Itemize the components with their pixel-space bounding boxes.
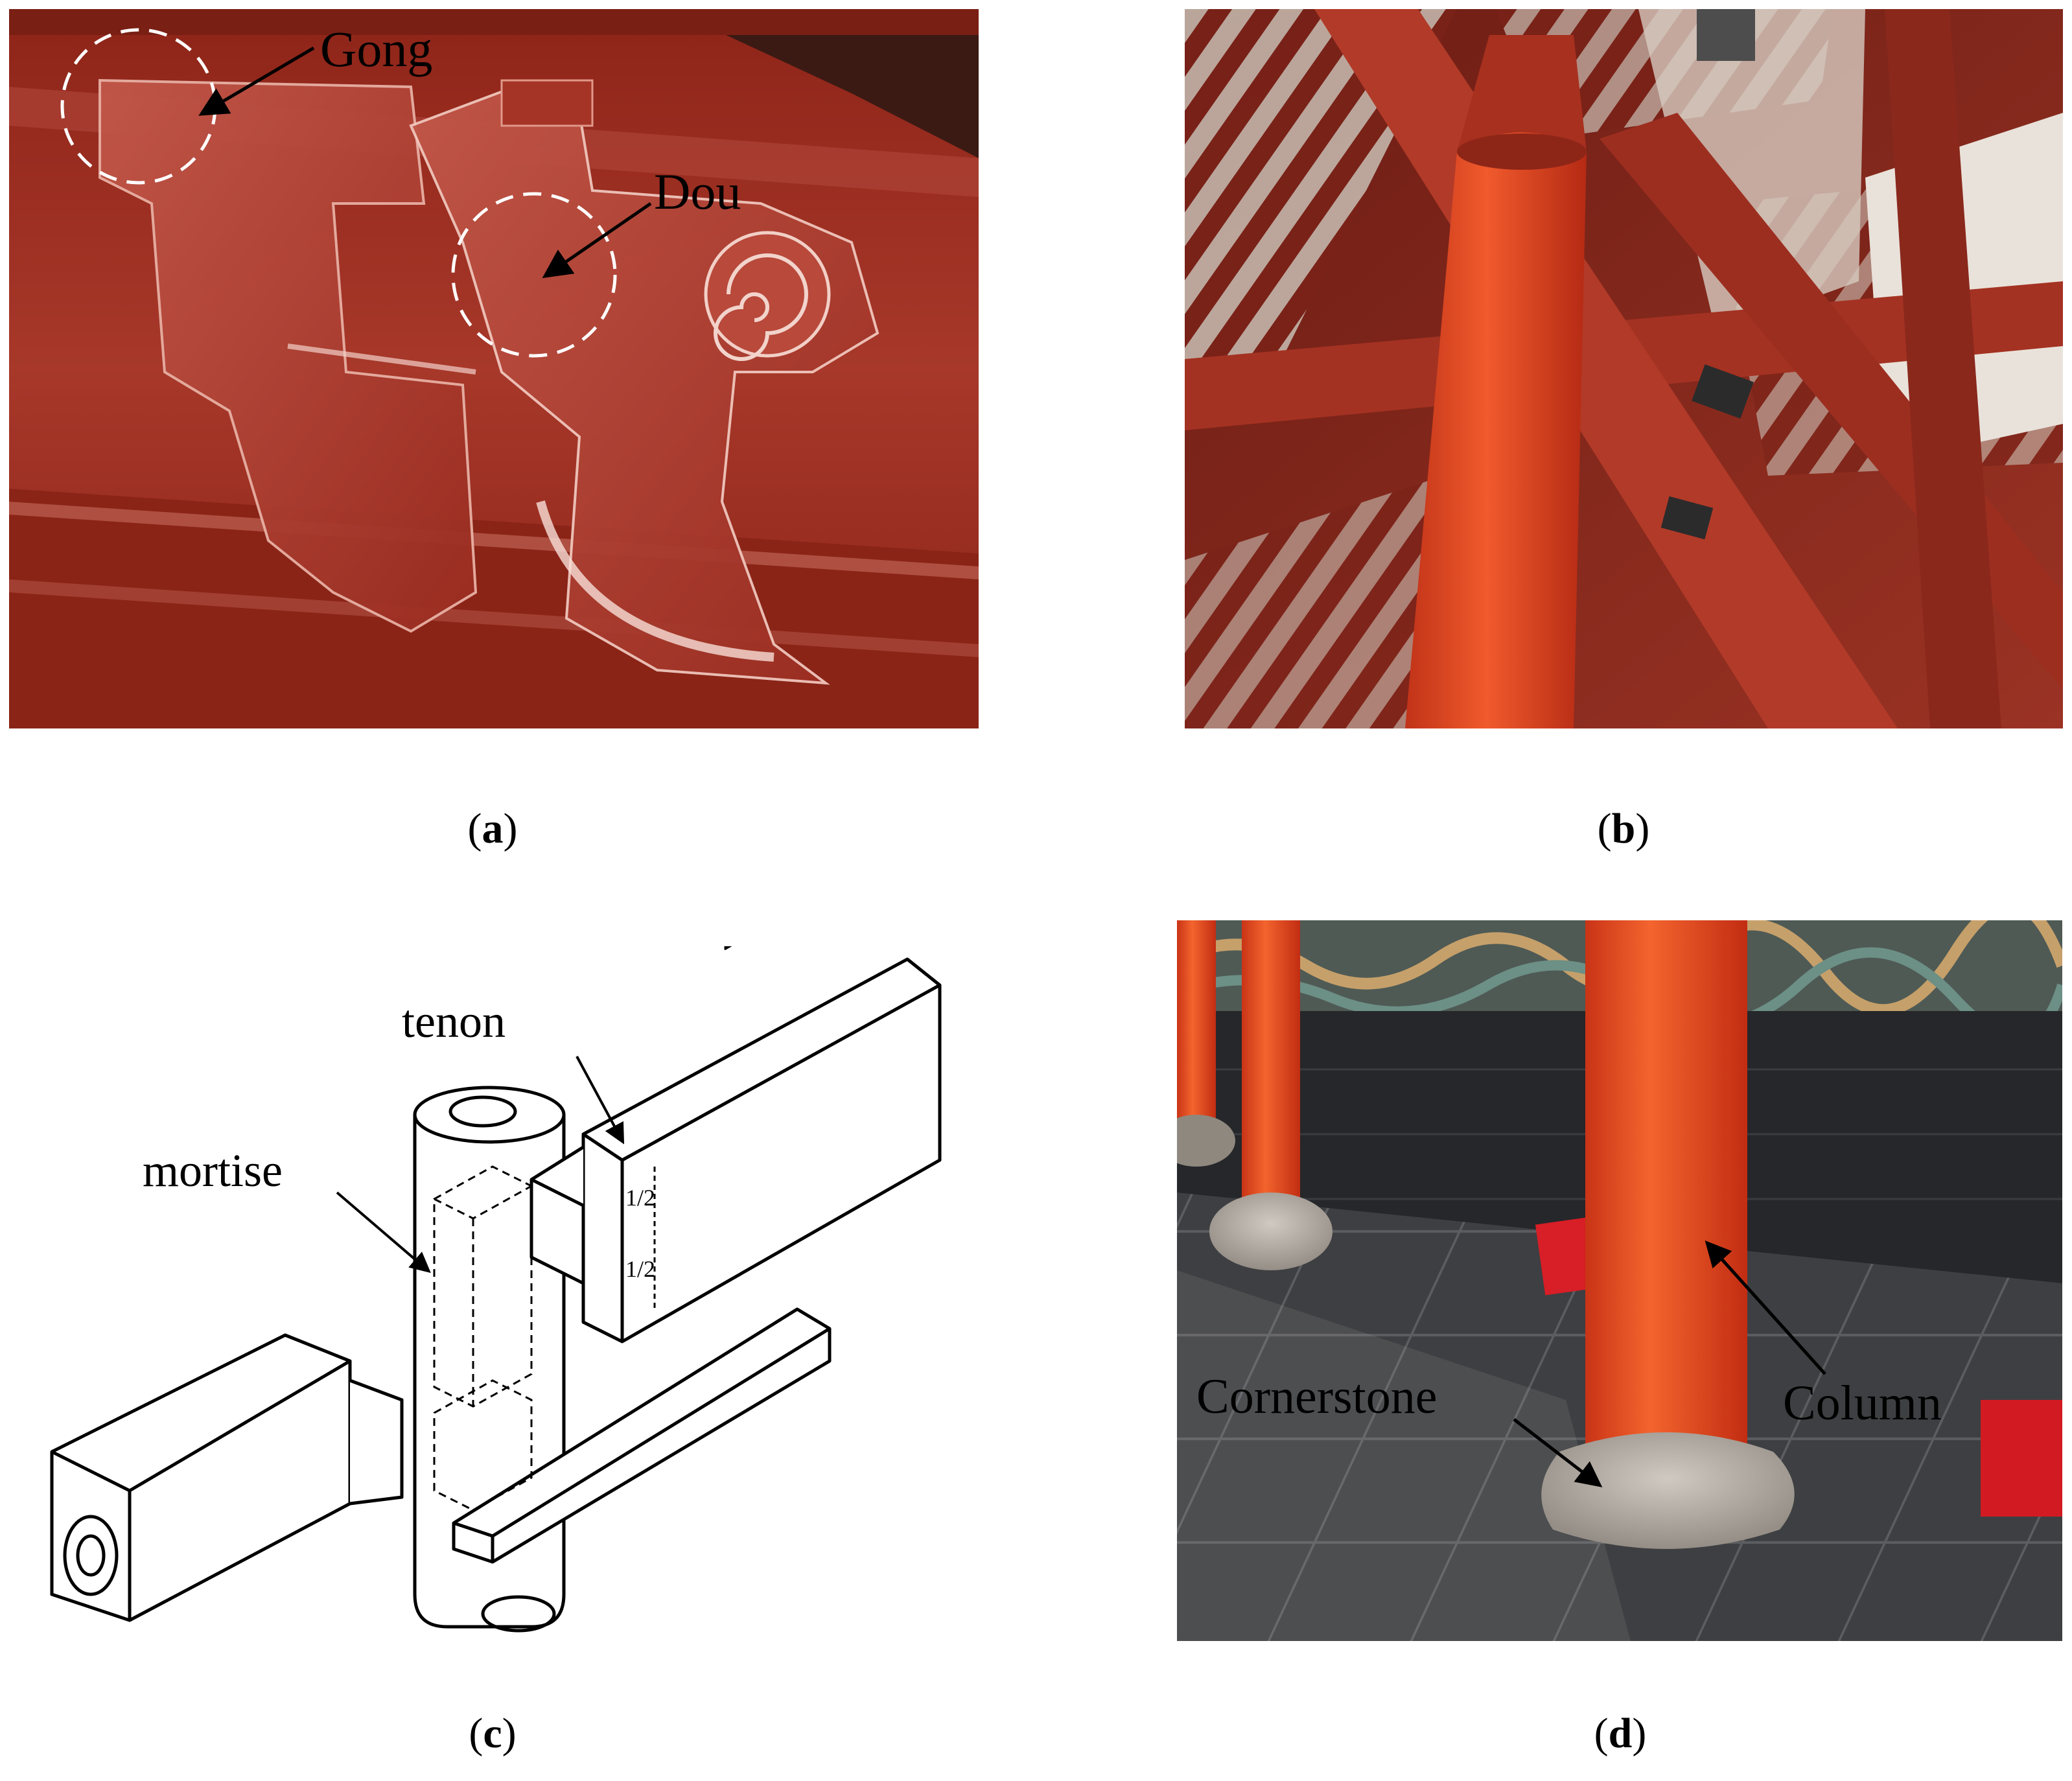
caption-d: (d) [1594,1710,1647,1757]
panel-c-mortise-tenon-drawing: 1/2 1/2 tenon mortise [39,946,985,1646]
label-dou: Dou [654,163,741,220]
cornerstone-arrow [1513,1418,1603,1487]
label-half-upper: 1/2 [625,1185,655,1211]
bracket-photo-illustration: Gong Dou [9,9,979,728]
dou-highlight-circle [451,192,617,358]
label-half-lower: 1/2 [625,1256,655,1282]
panel-a-bracket-photo: Gong Dou [9,9,979,728]
panel-b-roof-structure-photo [1185,9,2063,728]
label-mortise: mortise [143,1145,283,1196]
gong-arrow [198,46,315,116]
panel-d-column-cornerstone-photo: Column Cornerstone [1177,920,2062,1641]
dou-arrow [542,202,652,279]
label-tenon: tenon [402,995,506,1047]
label-column: Column [1783,1376,1942,1430]
roof-structure-illustration [1185,9,2063,728]
label-gong: Gong [320,21,432,77]
mortise-arrow [336,1191,431,1274]
caption-b: (b) [1597,805,1650,852]
mortise-tenon-line-drawing: 1/2 1/2 tenon mortise [50,946,942,1633]
column-cornerstone-illustration: Column Cornerstone [1177,920,2062,1641]
column-arrow [1705,1240,1826,1375]
tenon-arrow [576,1056,625,1145]
label-cornerstone: Cornerstone [1196,1369,1437,1424]
caption-c: (c) [469,1710,517,1757]
caption-a: (a) [467,805,518,852]
